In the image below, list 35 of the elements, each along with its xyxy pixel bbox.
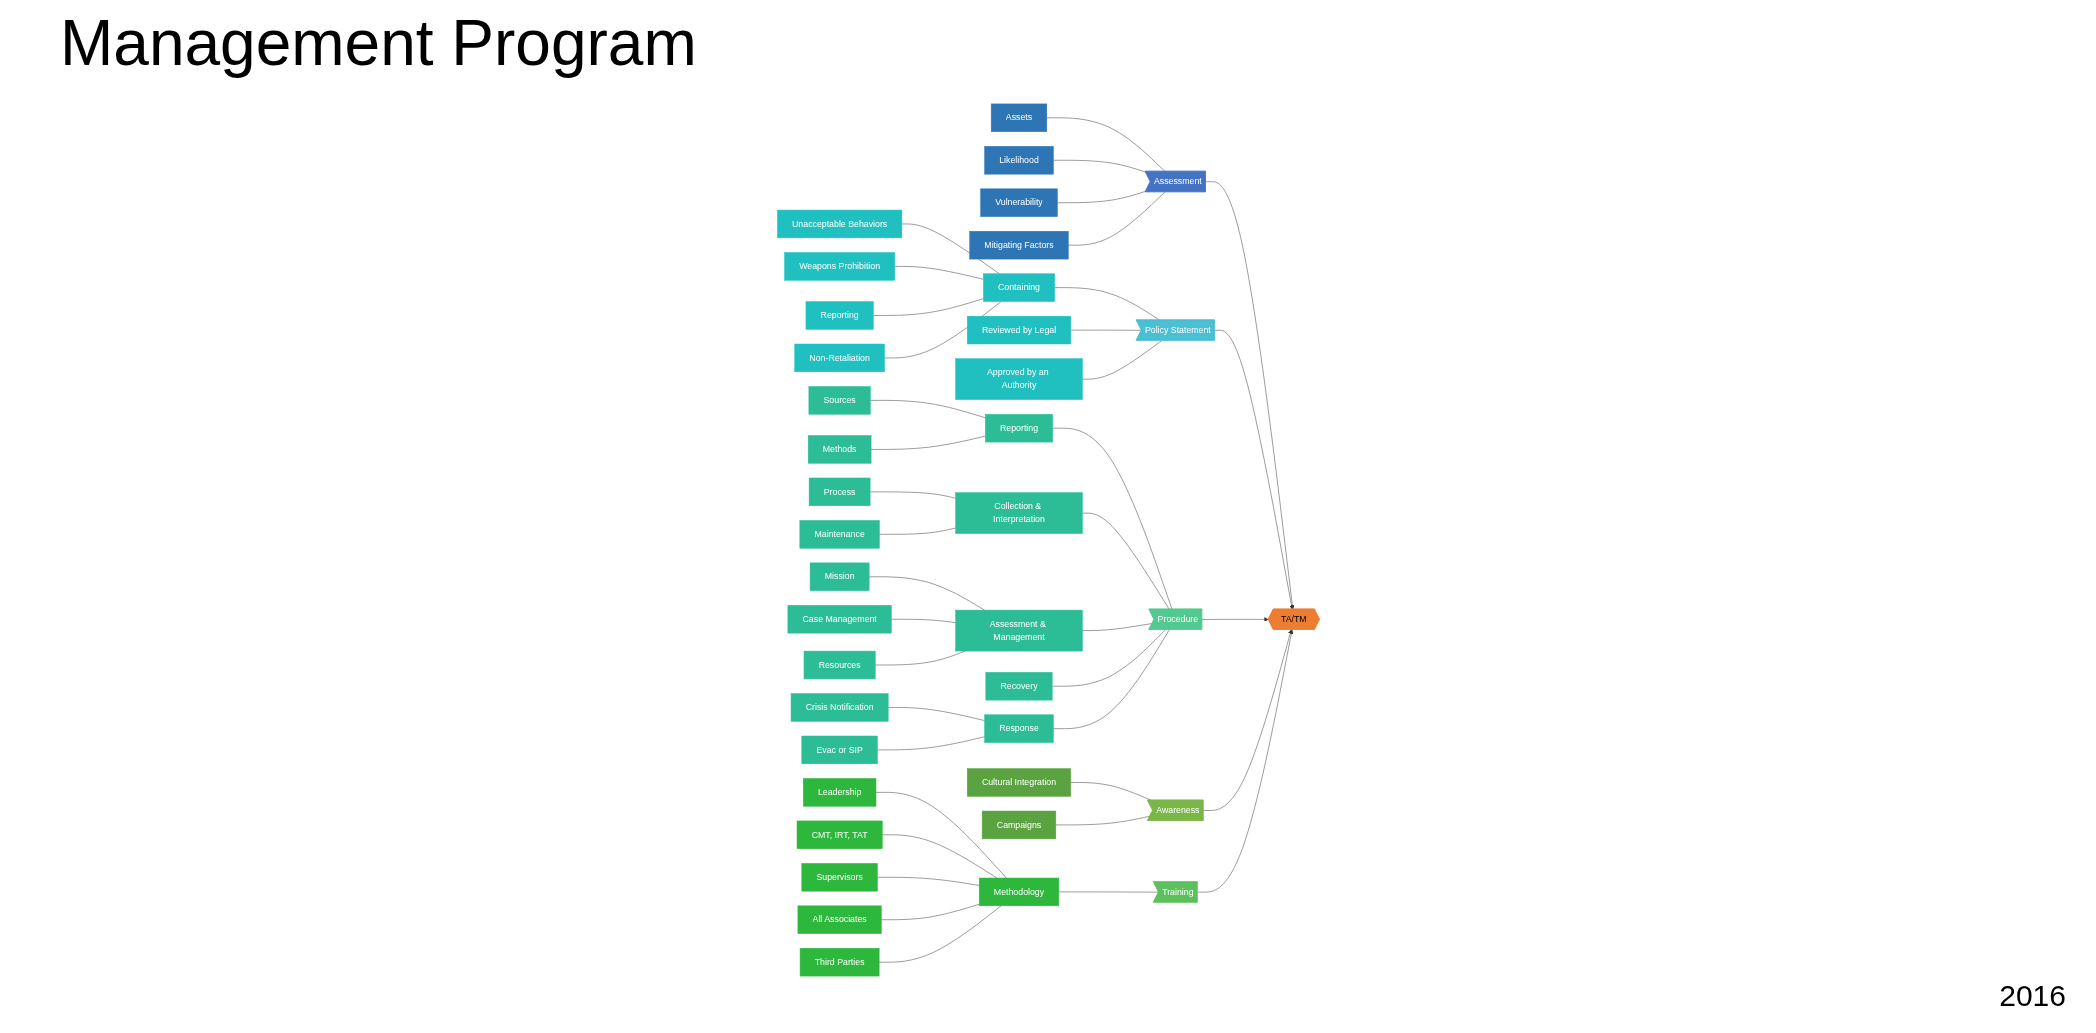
node-box: Assets (990, 103, 1047, 132)
node-box: Reviewed by Legal (966, 315, 1071, 345)
node-box: Mitigating Factors (969, 231, 1069, 260)
node-box: CMT, IRT, TAT (796, 820, 883, 849)
title: Management Program (60, 6, 697, 80)
node-box: Unacceptable Behaviors (776, 209, 902, 239)
node-box: Approved by an Authority (954, 358, 1083, 400)
node-box: Mission (809, 562, 869, 591)
node-box: Methodology (978, 877, 1059, 907)
node-box: Case Management (787, 605, 892, 634)
node-box: Cultural Integration (966, 768, 1071, 797)
node-box: Evac or SIP (801, 735, 878, 765)
node-box: Likelihood (983, 146, 1054, 175)
node-box: Crisis Notification (790, 693, 888, 722)
node-box: Reporting (984, 414, 1053, 443)
node-box: Vulnerability (979, 188, 1058, 217)
node-box: Response (983, 714, 1054, 743)
node-box: Campaigns (981, 810, 1056, 840)
node-box: All Associates (797, 905, 882, 934)
node-box: Non-Retaliation (794, 343, 885, 373)
node-box: Methods (807, 435, 871, 464)
node-box: Resources (803, 650, 876, 680)
node-box: Reporting (805, 301, 874, 330)
node-box: Collection & Interpretation (954, 492, 1083, 534)
node-box: Maintenance (799, 520, 880, 549)
node-box: Supervisors (801, 863, 878, 892)
note-text: 2016 (1999, 979, 2066, 1012)
node-box: Containing (982, 273, 1055, 302)
node-box: Leadership (802, 778, 876, 807)
node-box: Third Parties (799, 948, 879, 977)
node-box: Sources (808, 386, 871, 415)
node-box: Assessment & Management (954, 609, 1083, 652)
node-box: Weapons Prohibition (783, 252, 895, 281)
node-box: Process (808, 477, 870, 507)
node-box: Recovery (985, 672, 1052, 701)
